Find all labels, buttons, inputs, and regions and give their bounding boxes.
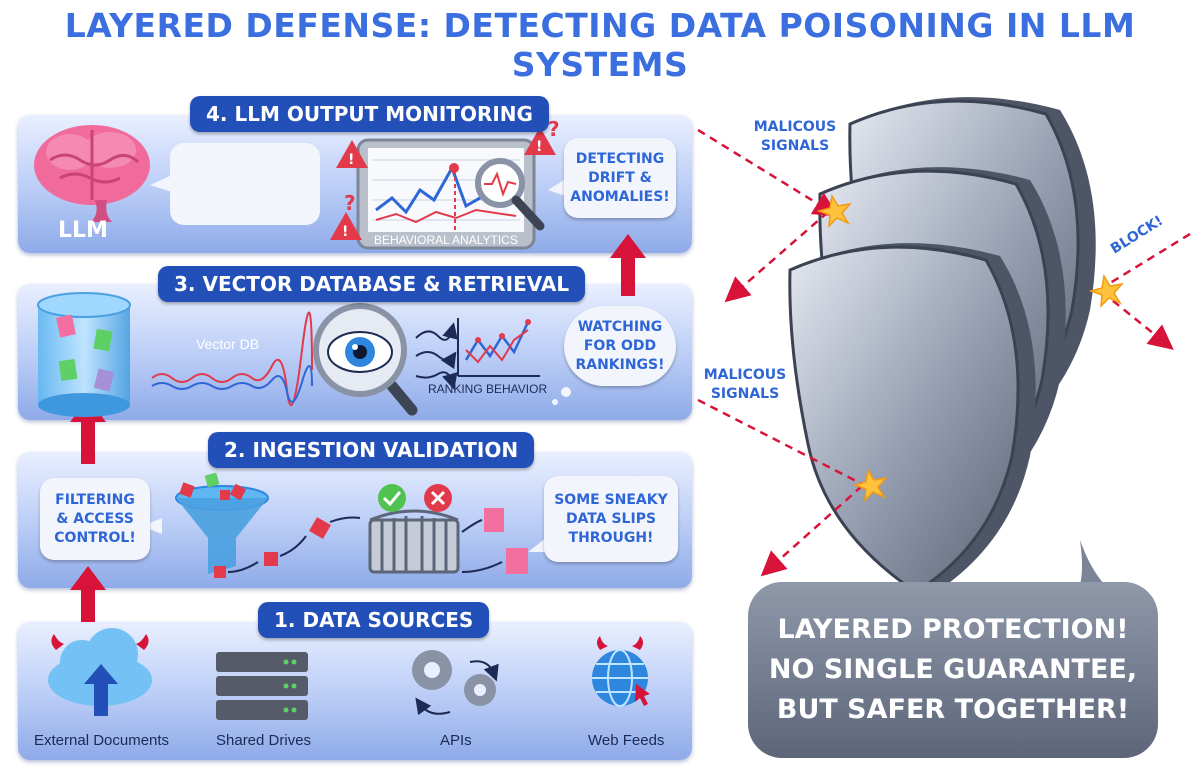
odd-rankings-bubble: WATCHING FOR ODD RANKINGS! bbox=[564, 306, 676, 386]
bubble-tail-filter bbox=[142, 518, 162, 534]
gears-icon bbox=[412, 650, 499, 716]
server-icon bbox=[216, 652, 308, 720]
summary-line: LAYERED PROTECTION! bbox=[777, 614, 1129, 645]
ranking-chart bbox=[457, 318, 540, 377]
bubble-line: RANKINGS! bbox=[575, 356, 665, 373]
bubble-line: THROUGH! bbox=[568, 529, 654, 546]
label-line: SIGNALS bbox=[760, 138, 830, 154]
summary-line: NO SINGLE GUARANTEE, bbox=[768, 654, 1138, 685]
vector-db-label: Vector DB bbox=[196, 336, 260, 352]
bubble-line: WATCHING bbox=[577, 318, 663, 335]
source-apis: APIs bbox=[440, 732, 472, 749]
behavioral-analytics-label: BEHAVIORAL ANALYTICS bbox=[374, 233, 518, 247]
label-line: SIGNALS bbox=[710, 386, 780, 402]
bubble-line: DATA SLIPS bbox=[565, 510, 657, 527]
svg-text:?: ? bbox=[548, 117, 560, 141]
drift-anomalies-bubble: DETECTING DRIFT & ANOMALIES! bbox=[564, 138, 676, 218]
web-globe-icon bbox=[592, 636, 650, 707]
ranking-arrows bbox=[415, 322, 458, 390]
source-web-feeds: Web Feeds bbox=[588, 732, 665, 749]
vector-db-cylinder-icon bbox=[37, 292, 131, 417]
bubble-line: SOME SNEAKY bbox=[554, 491, 668, 508]
sneaky-data-bubble: SOME SNEAKY DATA SLIPS THROUGH! bbox=[544, 476, 678, 562]
malicious-signals-top-label: MALICOUS SIGNALS bbox=[740, 118, 850, 156]
bubble-line: DRIFT & bbox=[588, 169, 652, 186]
svg-text:!: ! bbox=[348, 152, 354, 168]
arrow-sources-to-ingestion bbox=[70, 566, 106, 622]
cloud-upload-icon bbox=[48, 628, 152, 716]
shield-stack-icon bbox=[788, 97, 1096, 596]
impact-sparks bbox=[816, 193, 1124, 502]
check-icon bbox=[378, 484, 406, 512]
thought-bubble-dots bbox=[552, 387, 571, 405]
svg-text:?: ? bbox=[344, 191, 356, 215]
summary-bubble-tail bbox=[1080, 540, 1104, 584]
leaked-data-icons bbox=[461, 508, 528, 574]
gate-icon bbox=[368, 509, 460, 574]
llm-label: LLM bbox=[58, 218, 108, 243]
malicious-signals-bottom-label: MALICOUS SIGNALS bbox=[690, 366, 800, 404]
layer-4-badge: 4. LLM OUTPUT MONITORING bbox=[190, 96, 549, 132]
layered-protection-summary: LAYERED PROTECTION! NO SINGLE GUARANTEE,… bbox=[748, 582, 1158, 758]
magnifier-icon bbox=[475, 158, 545, 231]
bubble-line: FILTERING bbox=[55, 491, 135, 508]
bubble-tail-drift bbox=[548, 180, 566, 196]
page-title: LAYERED DEFENSE: DETECTING DATA POISONIN… bbox=[64, 6, 1136, 84]
source-shared-drives: Shared Drives bbox=[216, 732, 312, 749]
layer-2-badge: 2. INGESTION VALIDATION bbox=[208, 432, 535, 468]
arrow-vector-to-monitoring bbox=[610, 234, 646, 296]
malicious-signal-paths bbox=[697, 128, 1191, 577]
bubble-line: & ACCESS bbox=[56, 510, 134, 527]
layer-3-badge: 3. VECTOR DATABASE & RETRIEVAL bbox=[158, 266, 586, 302]
warning-icons: ! ! ! ? ? bbox=[330, 117, 560, 240]
ranking-behavior-label: RANKING BEHAVIOR bbox=[428, 382, 548, 396]
bubble-line: ANOMALIES! bbox=[570, 188, 670, 205]
source-external-documents: External Documents bbox=[34, 732, 170, 749]
funnel-icon bbox=[175, 472, 269, 574]
eye-magnifier-icon bbox=[313, 303, 418, 416]
flow-particles bbox=[214, 516, 361, 578]
brain-icon bbox=[34, 125, 150, 222]
bubble-line: FOR ODD bbox=[583, 337, 657, 354]
reject-icon bbox=[424, 484, 452, 512]
bubble-line: DETECTING bbox=[575, 150, 665, 167]
filtering-access-bubble: FILTERING & ACCESS CONTROL! bbox=[40, 478, 150, 560]
summary-line: BUT SAFER TOGETHER! bbox=[776, 694, 1130, 725]
vector-waves bbox=[151, 311, 313, 407]
svg-text:!: ! bbox=[536, 139, 542, 155]
svg-text:!: ! bbox=[342, 224, 348, 240]
layer-1-badge: 1. DATA SOURCES bbox=[258, 602, 490, 638]
bubble-tail-slip bbox=[528, 538, 548, 552]
label-line: MALICOUS bbox=[753, 119, 837, 135]
llm-speech-bubble bbox=[150, 143, 320, 225]
label-line: MALICOUS bbox=[703, 367, 787, 383]
bubble-line: CONTROL! bbox=[54, 529, 136, 546]
